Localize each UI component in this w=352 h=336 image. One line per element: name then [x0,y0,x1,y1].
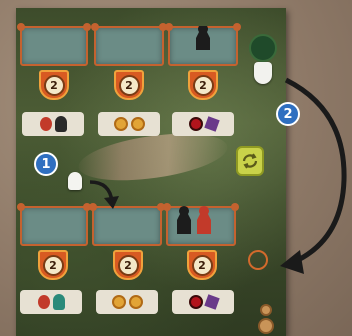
bottom-slot-3[interactable] [166,206,236,246]
recycle-tile[interactable] [236,146,264,176]
cost-coin-icon: 2 [44,75,65,96]
coin-icon [114,117,128,131]
game-board: 2 2 2 2 [16,8,286,336]
red-creature-icon [38,295,50,309]
top-slot-3[interactable] [168,26,238,66]
bottom-slot-2[interactable] [92,206,162,246]
cost-coin-icon: 2 [193,75,214,96]
top-cost-badge-3: 2 [188,70,218,100]
berry-icon [189,295,203,309]
bottom-slot-1[interactable] [20,206,88,246]
green-token-stack[interactable] [249,34,277,62]
cost-coin-icon: 2 [119,75,140,96]
bottom-cost-badge-3: 2 [187,250,217,280]
meeple-pair-icon [166,206,236,246]
callout-step-1: 1 [34,152,58,176]
top-reward-coins [98,112,160,136]
red-creature-icon [40,117,52,131]
top-reward-berry [172,112,234,136]
cost-coin-icon: 2 [43,255,64,276]
top-slot-1[interactable] [20,26,88,66]
empty-target-circle[interactable] [248,250,268,270]
callout-number: 1 [41,157,50,172]
coin-icon [129,295,143,309]
bottom-cost-badge-2: 2 [113,250,143,280]
bottom-cost-badge-1: 2 [38,250,68,280]
wood-token-small[interactable] [260,304,272,316]
coin-icon [131,117,145,131]
top-slot-2[interactable] [94,26,164,66]
cost-coin-icon: 2 [118,255,139,276]
coin-icon [112,295,126,309]
tool-icon [204,116,219,131]
bottom-reward-coins [96,290,158,314]
wood-token-large[interactable] [258,318,274,334]
bottom-reward-meeple [20,290,82,314]
berry-icon [189,117,203,131]
big-curved-arrow-icon [272,70,352,280]
top-cost-badge-1: 2 [39,70,69,100]
white-cup-token[interactable] [254,62,272,84]
teal-meeple-icon [53,294,65,310]
move-arrow-small-icon [86,176,126,212]
top-cost-badge-2: 2 [114,70,144,100]
recycle-icon [240,151,260,171]
cost-coin-icon: 2 [192,255,213,276]
meeple-silhouette-icon [168,26,238,66]
meeple-icon [55,116,67,132]
tool-icon [204,294,219,309]
white-meeple-piece[interactable] [68,172,82,190]
top-reward-meeple [22,112,84,136]
bottom-reward-berry [172,290,234,314]
